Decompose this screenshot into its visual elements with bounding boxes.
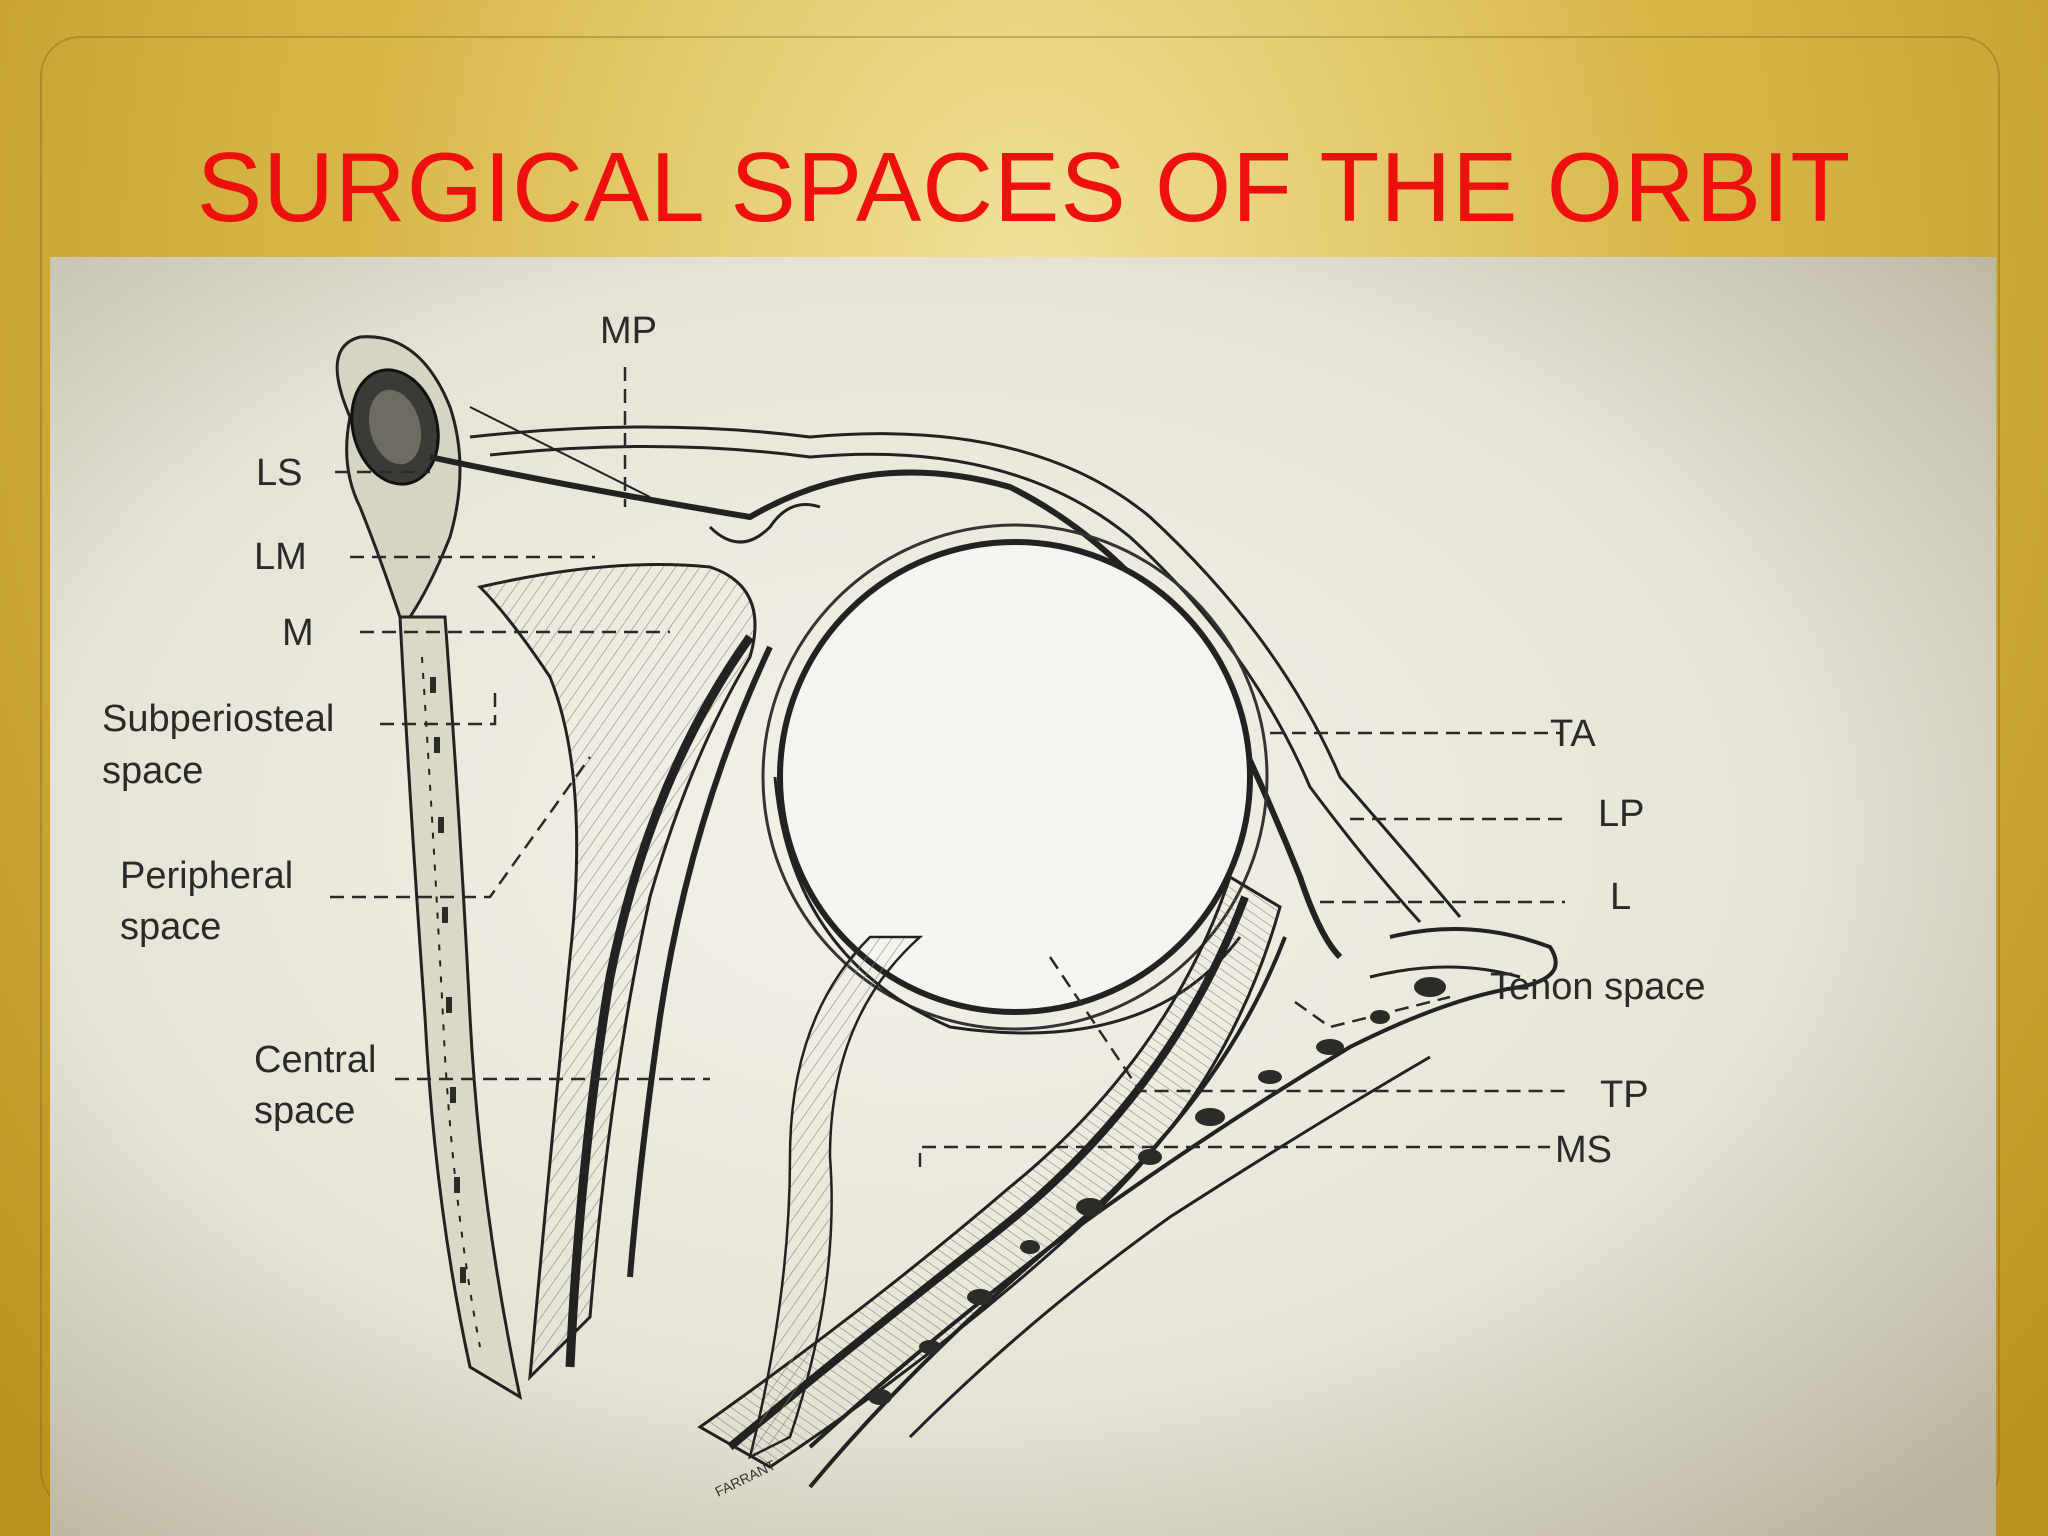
globe	[777, 539, 1253, 1015]
label-lm: LM	[254, 536, 307, 578]
label-l: L	[1610, 876, 1631, 918]
label-central-line2: space	[254, 1090, 355, 1132]
levator-muscle	[477, 563, 757, 1381]
label-mp: MP	[600, 310, 657, 352]
orbit-illustration	[335, 335, 1558, 1489]
label-central-line1: Central	[254, 1039, 377, 1081]
label-ms: MS	[1555, 1129, 1612, 1171]
orbital-wall	[398, 615, 523, 1401]
label-peripheral-line1: Peripheral	[120, 855, 293, 897]
leader-lines	[330, 367, 1565, 1167]
label-tenon-space: Tenon space	[1490, 966, 1706, 1008]
label-ls: LS	[256, 452, 302, 494]
label-ta: TA	[1550, 713, 1596, 755]
orbit-diagram-photo: MP LS LM M Subperiosteal space Periphera…	[50, 257, 1996, 1536]
label-lp: LP	[1598, 793, 1644, 835]
label-m: M	[282, 612, 314, 654]
label-tp: TP	[1600, 1074, 1649, 1116]
label-peripheral-line2: space	[120, 906, 221, 948]
slide-title: SURGICAL SPACES OF THE ORBIT	[196, 132, 1852, 242]
orbit-diagram: MP LS LM M Subperiosteal space Periphera…	[50, 257, 1996, 1536]
label-subperiosteal-line2: space	[102, 750, 203, 792]
diagram-labels: MP LS LM M Subperiosteal space Periphera…	[102, 310, 1706, 1500]
label-subperiosteal-line1: Subperiosteal	[102, 698, 334, 740]
